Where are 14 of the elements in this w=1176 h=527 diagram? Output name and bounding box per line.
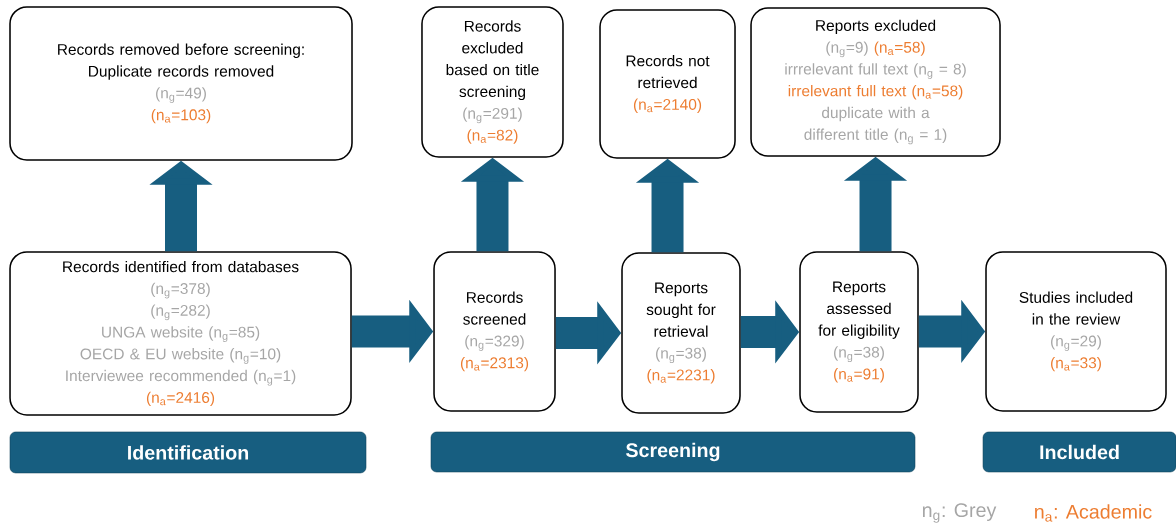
process-box: Records not retrieved (n$_{a}$=2140) [599, 9, 736, 159]
legend-text: n$_{a}$: Academic [1035, 504, 1152, 522]
process-box: Studies included in the review (n$_{g}$=29) (n$_{a}$=33) [985, 251, 1167, 412]
process-box: Records excluded based on title screening (n$_{g}$=291) (n$_{a}$=82) [421, 6, 564, 158]
process-box: Reports excluded (n$_{g}$=9) (n$_{a}$=58) irrrelevant full text (n$_{g}$ = 8) irrelevant full text (n$_{a}$=58) duplicate with a different title (n$_{g}$ = 1) [750, 7, 1001, 157]
process-box: Records screened (n$_{g}$=329) (n$_{a}$=2313) [433, 251, 556, 412]
process-box: Records identified from databases (n$_{g}$=378) (n$_{g}$=282) UNGA website (n$_{g}$=85) OECD & EU website (n$_{g}$=10) Interviewee recommended (n$_{g}$=1) (n$_{a}$=2416) [9, 251, 352, 416]
process-box: Records removed before screening: Duplicate records removed (n$_{g}$=49) (n$_{a}$=103) [9, 6, 353, 161]
stage-banner: Included [982, 431, 1176, 473]
stage-banner: Identification [9, 431, 367, 474]
process-box: Reports sought for retrieval (n$_{g}$=38) (n$_{a}$=2231) [621, 252, 741, 414]
legend-text: n$_{g}$: Grey [922, 503, 997, 523]
process-box: Reports assessed for eligibility (n$_{g}$=38) (n$_{a}$=91) [799, 251, 919, 413]
stage-banner: Screening [430, 431, 916, 473]
